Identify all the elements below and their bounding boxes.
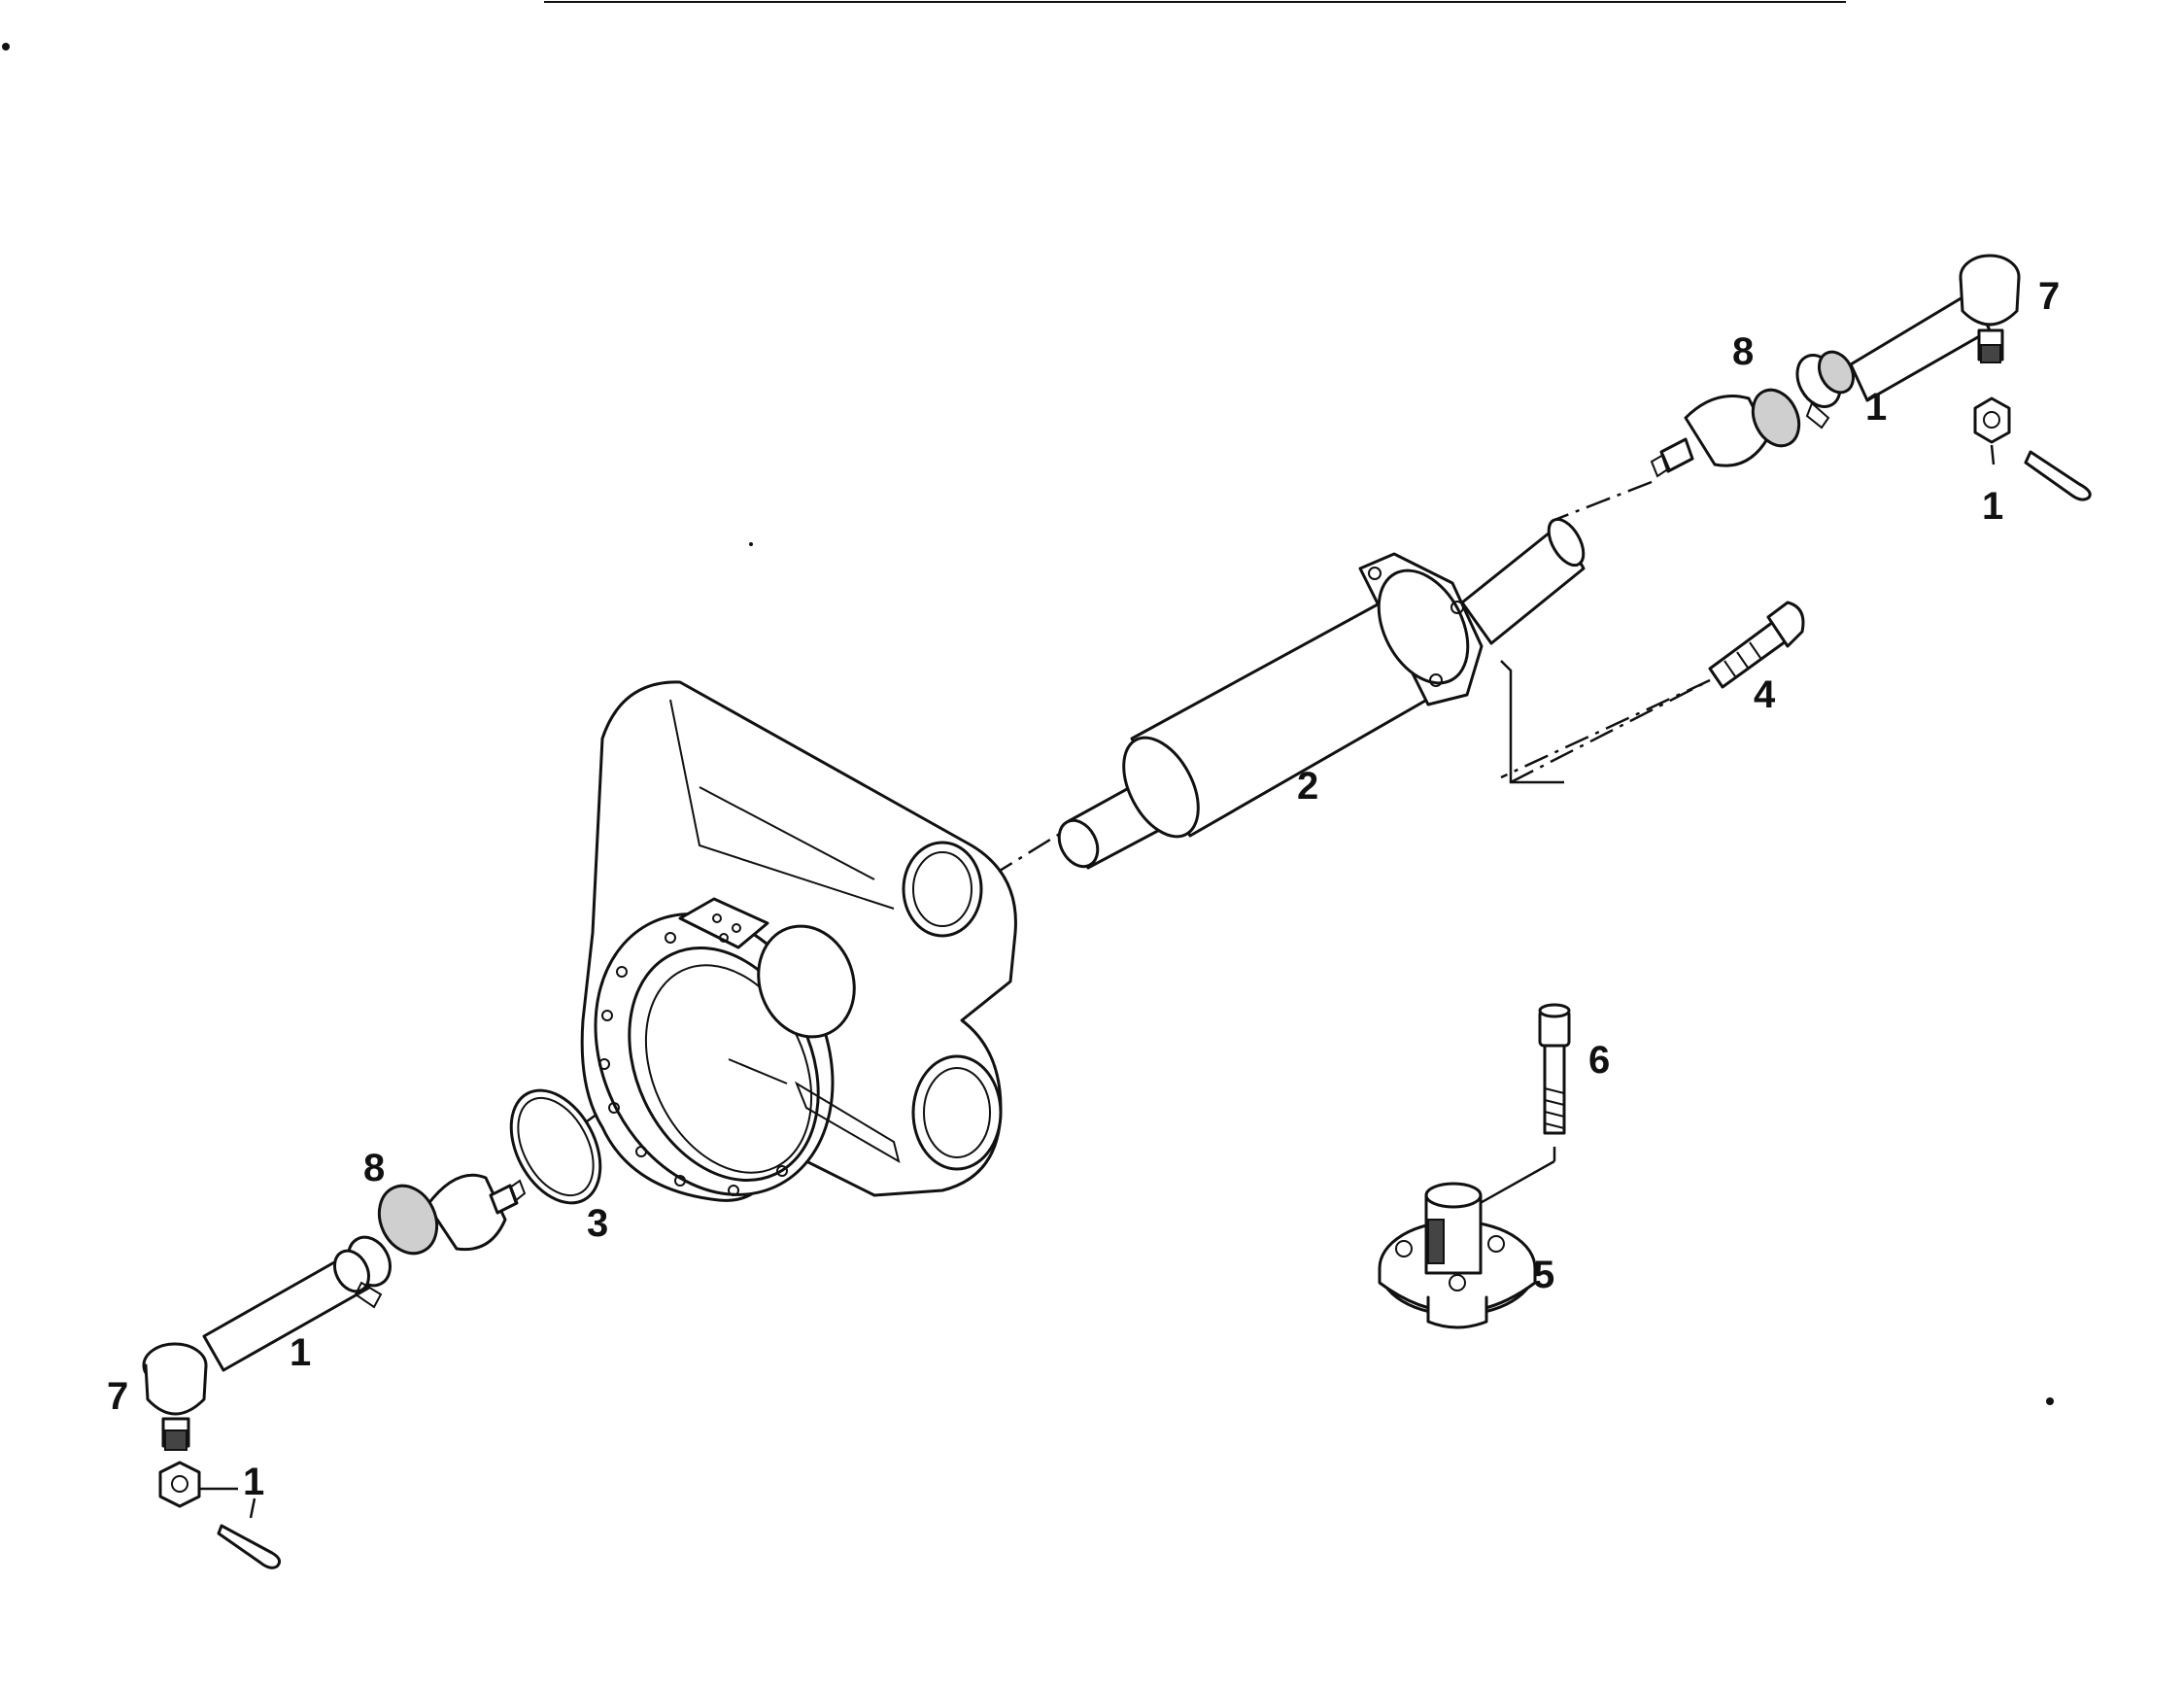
steering-housing — [580, 680, 1017, 1202]
right-tie-rod-assembly — [1650, 254, 2092, 501]
cap-screw-6 — [1476, 1003, 1571, 1207]
cap-screw-4 — [1708, 601, 1805, 689]
pivot-pin-5 — [1378, 1182, 1537, 1329]
label-8-right: 8 — [1732, 330, 1754, 373]
part-number-labels: 1 1 1 1 2 3 4 5 6 7 7 8 8 — [107, 275, 2060, 1503]
scan-specks — [2, 43, 2054, 1405]
o-ring-seal — [509, 1088, 602, 1205]
label-5: 5 — [1533, 1254, 1554, 1296]
label-2: 2 — [1297, 765, 1318, 808]
label-1-right-rod: 1 — [1865, 386, 1887, 429]
label-8-left: 8 — [363, 1147, 385, 1189]
label-4: 4 — [1754, 673, 1776, 716]
label-3: 3 — [587, 1202, 608, 1245]
left-tie-rod-assembly — [142, 1173, 527, 1569]
label-7-right: 7 — [2038, 275, 2060, 318]
label-1-right-nut: 1 — [1982, 485, 2003, 528]
label-1-left-rod: 1 — [290, 1331, 311, 1374]
label-7-left: 7 — [107, 1375, 128, 1418]
label-1-left-nut: 1 — [243, 1461, 264, 1503]
steering-cylinder — [1057, 517, 1711, 870]
label-6: 6 — [1588, 1039, 1610, 1082]
